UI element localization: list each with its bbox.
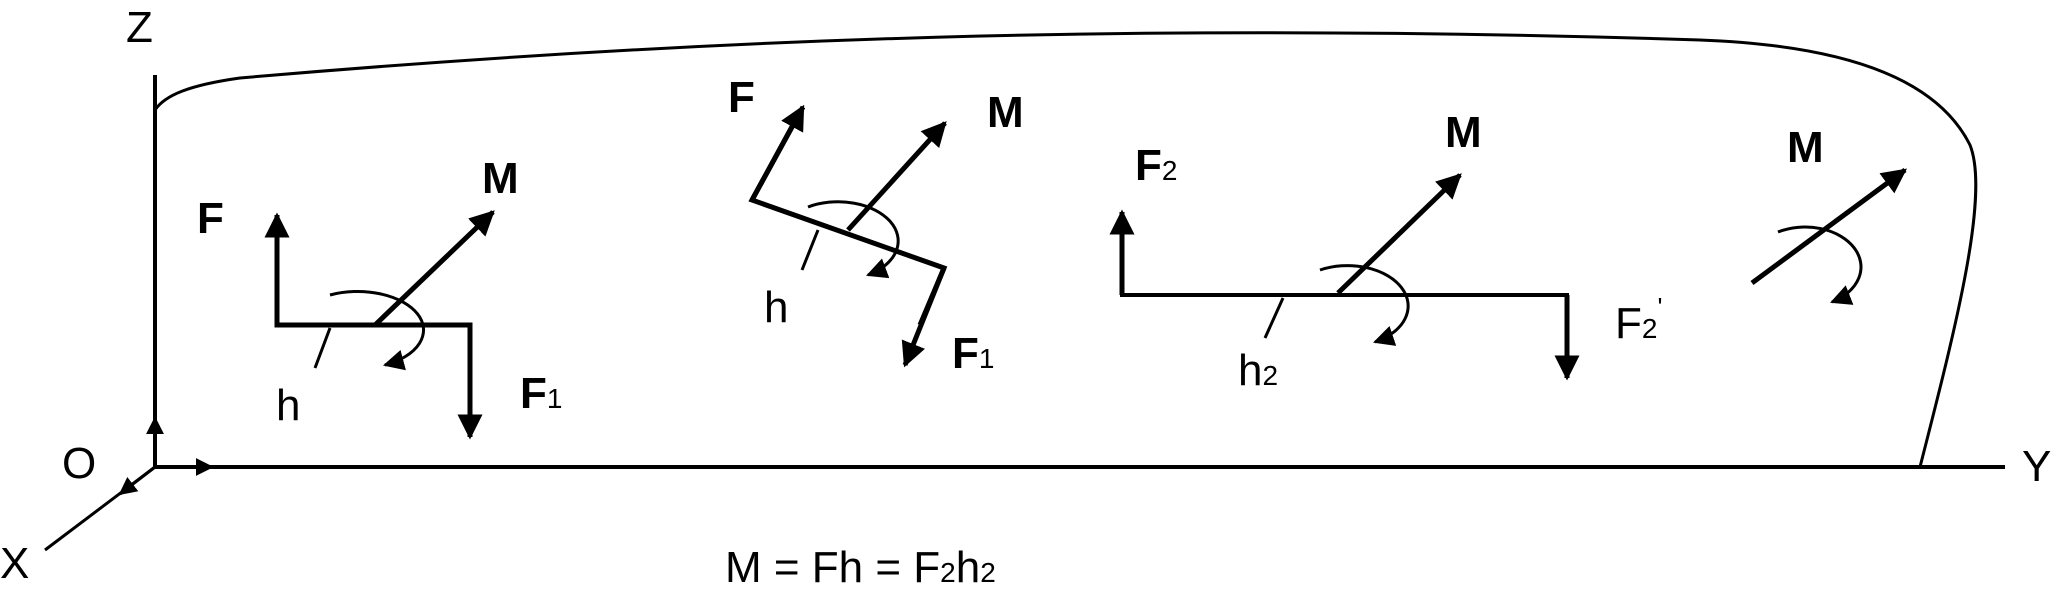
reaction-prime: ' — [1657, 292, 1662, 322]
origin-label: O — [62, 439, 96, 488]
arm-letter: h — [1238, 346, 1262, 395]
x-axis-label: X — [0, 539, 29, 588]
reaction-subscript: 2 — [1642, 313, 1658, 344]
z-axis-label: Z — [126, 3, 153, 52]
reaction-label: F1 — [952, 329, 994, 378]
lever-arm-3 — [1120, 260, 1569, 330]
force-subscript: 2 — [1162, 155, 1178, 186]
couple-1: F M h F1 — [197, 154, 562, 440]
force-letter: F — [1135, 141, 1162, 190]
force-label: F2 — [1135, 141, 1177, 190]
arm-leader-line — [1263, 297, 1285, 339]
moment-rotation-arrow — [807, 200, 900, 279]
couple-3: F2 M h2 F2' — [1109, 108, 1662, 395]
unit-vector-x — [118, 465, 156, 496]
coordinate-axes: Z Y X O — [0, 3, 2051, 588]
equation-part2: h — [956, 543, 980, 592]
reaction-label: F2' — [1615, 292, 1662, 348]
arm-label: h — [276, 381, 300, 430]
equation-part1: M = Fh = F — [725, 543, 940, 592]
rigid-body-outline — [153, 31, 1978, 468]
force-arrow-down — [901, 267, 947, 368]
force-label: F — [728, 73, 755, 122]
moment-vector-arrow — [373, 210, 495, 327]
reaction-letter: F — [520, 369, 547, 418]
couple-2: F M h F1 — [728, 73, 1024, 378]
equation-sub2: 2 — [980, 557, 996, 588]
lever-arm-1 — [274, 270, 473, 375]
arm-label: h — [764, 283, 788, 332]
reaction-subscript: 1 — [979, 343, 995, 374]
equation-sub1: 2 — [940, 557, 956, 588]
force-arrow-up — [749, 104, 806, 202]
arm-label: h2 — [1238, 346, 1278, 395]
reaction-subscript: 1 — [547, 383, 563, 414]
reaction-letter: F — [1615, 299, 1642, 348]
moment-label: M — [987, 88, 1024, 137]
moment-rotation-arrow — [1319, 264, 1410, 346]
moment-rotation-arrow — [1777, 225, 1863, 305]
moment-label: M — [1445, 108, 1482, 157]
force-label: F — [197, 194, 224, 243]
moment-vector-arrow — [1336, 173, 1462, 295]
reaction-label: F1 — [520, 369, 562, 418]
y-axis-label: Y — [2022, 442, 2051, 491]
moment-rotation-arrow — [329, 290, 425, 371]
arm-subscript: 2 — [1262, 360, 1278, 391]
moment-label: M — [1787, 123, 1824, 172]
moment-vector-arrow — [846, 121, 947, 232]
moment-vector-arrow — [1750, 167, 1908, 286]
arm-leader-line — [800, 229, 820, 271]
reaction-letter: F — [952, 329, 979, 378]
arm-leader-line — [313, 327, 332, 369]
equation: M = Fh = F2h2 — [725, 543, 996, 592]
moment-label: M — [482, 154, 519, 203]
free-moment: M — [1750, 123, 1908, 305]
